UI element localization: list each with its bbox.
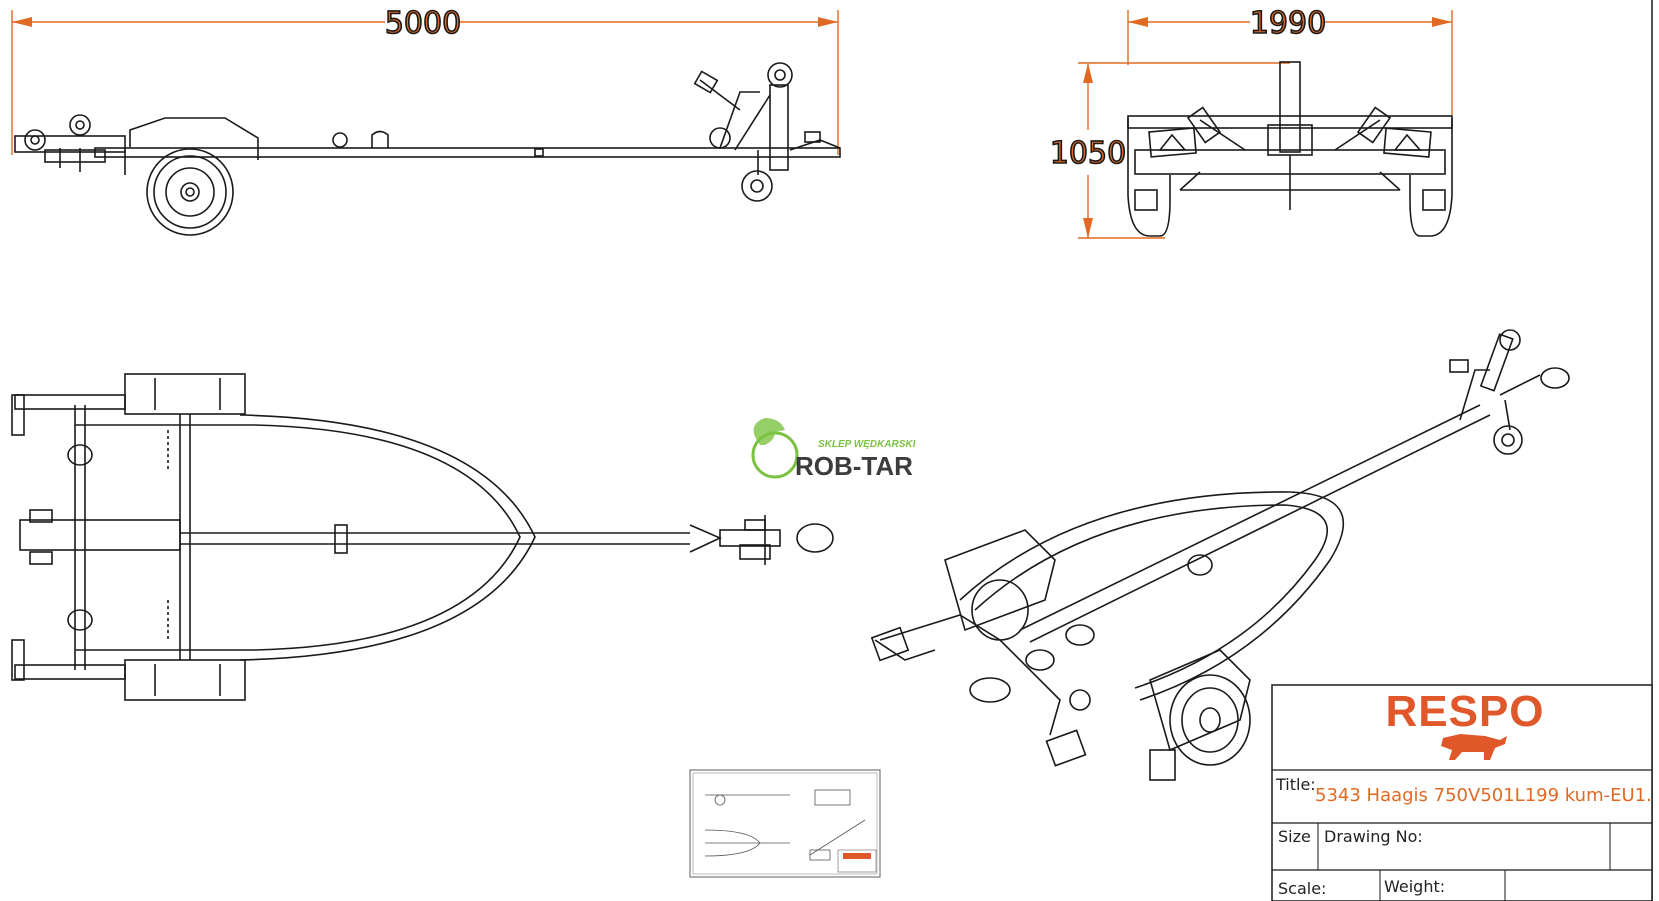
dimension-height-label: 1050 xyxy=(1050,136,1126,171)
size-label: Size xyxy=(1278,827,1311,846)
rear-view: 1990 1050 xyxy=(1049,5,1453,239)
drawing-no-label: Drawing No: xyxy=(1324,827,1423,846)
title-value: 5343 Haagis 750V501L199 kum-EU1. xyxy=(1315,785,1652,806)
dimension-length-label: 5000 xyxy=(385,6,461,41)
thumbnail-preview xyxy=(689,769,881,878)
rob-tar-logo: SKLEP WĘDKARSKI ROB-TAR xyxy=(751,418,916,481)
top-view xyxy=(11,373,834,701)
dimension-width-label: 1990 xyxy=(1250,6,1326,41)
dimension-height xyxy=(1078,62,1290,239)
bull-icon xyxy=(1441,734,1507,760)
dimension-length xyxy=(11,10,839,155)
title-block: RESPO Title: 5343 Haagis 750V501L199 kum… xyxy=(1271,684,1653,901)
weight-label: Weight: xyxy=(1384,877,1445,896)
isometric-view xyxy=(870,329,1570,781)
dimension-width xyxy=(1127,10,1453,115)
title-label: Title: xyxy=(1275,775,1316,794)
scale-label: Scale: xyxy=(1278,879,1326,898)
side-view: 5000 xyxy=(11,5,841,236)
logo-small-text: SKLEP WĘDKARSKI xyxy=(818,439,916,450)
logo-big-text: ROB-TAR xyxy=(795,451,913,481)
respo-brand-logo: RESPO xyxy=(1385,687,1544,736)
